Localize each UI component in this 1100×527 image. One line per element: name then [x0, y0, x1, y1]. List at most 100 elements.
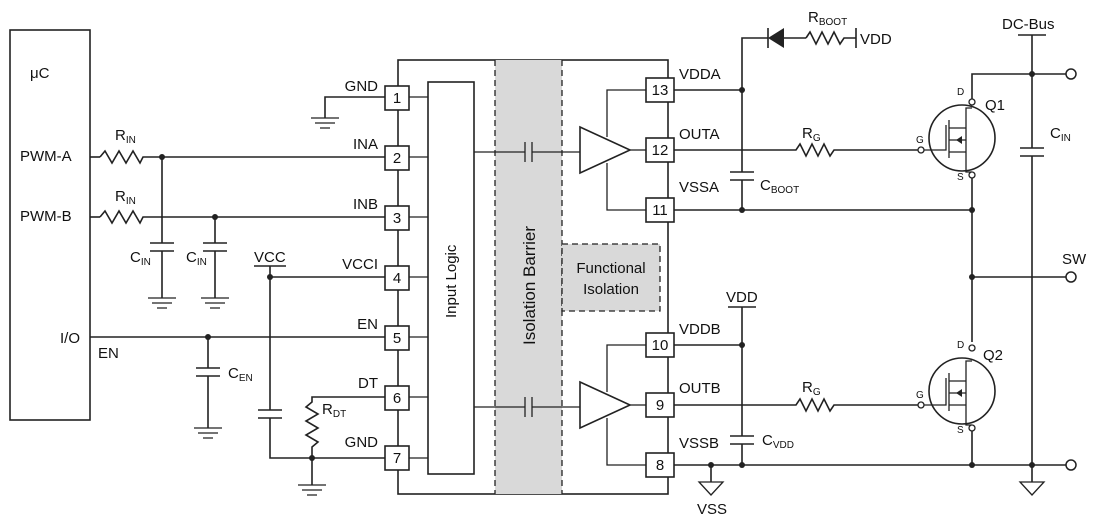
r-in-a-label: RIN [115, 127, 136, 146]
c-en-capacitor [196, 337, 220, 428]
dc-bus-terminal [1065, 68, 1077, 80]
c-in-bus-capacitor [1018, 34, 1046, 482]
pin-2 [384, 145, 410, 171]
q1-drain-label: D [957, 87, 964, 98]
pin-5-name: EN [357, 316, 378, 333]
pin-6 [384, 385, 410, 411]
pin-2-number: 2 [393, 150, 401, 167]
q1-label: Q1 [985, 97, 1005, 114]
junction-dot [267, 274, 273, 280]
pin-13-name: VDDA [679, 66, 721, 83]
pin-13 [645, 77, 675, 103]
pin-1-name: GND [345, 78, 379, 95]
ground-icon [148, 297, 176, 309]
pin-9-name: OUTB [679, 380, 721, 397]
coupling-capacitor-b [474, 397, 580, 417]
ground-icon [194, 427, 222, 439]
vdd-top-net-label: VDD [860, 31, 892, 48]
pin-7 [384, 445, 410, 471]
driver-b-buffer [579, 380, 632, 430]
junction-dot [969, 274, 975, 280]
ground-icon [298, 484, 326, 496]
pin-10-number: 10 [652, 337, 669, 354]
pin-3 [384, 205, 410, 231]
pwm-b-label: PWM-B [20, 208, 72, 225]
c-vdd-capacitor [728, 306, 756, 465]
c-in-1-label: CIN [130, 249, 151, 268]
pin-7-name: GND [345, 434, 379, 451]
vss-label: VSS [697, 501, 727, 518]
q2-source-label: S [957, 425, 964, 436]
r-g-b-resistor [674, 397, 918, 413]
pin-10-name: VDDB [679, 321, 721, 338]
r-g-a-label: RG [802, 125, 821, 144]
pin-4 [384, 265, 410, 291]
bootstrap-diode [768, 28, 784, 48]
junction-dot [1029, 71, 1035, 77]
pin-8-number: 8 [656, 457, 664, 474]
junction-dot [739, 342, 745, 348]
pin-5-number: 5 [393, 330, 401, 347]
vcc-net-label: VCC [254, 249, 286, 266]
pin-7-number: 7 [393, 450, 401, 467]
pin-1-number: 1 [393, 90, 401, 107]
q2-mosfet [917, 344, 996, 432]
r-in-a-resistor [99, 149, 385, 165]
r-in-b-resistor [99, 209, 385, 225]
r-g-b-label: RG [802, 379, 821, 398]
left-pins: 1 GND 2 INA 3 INB 4 VCCI 5 EN 6 DT 7 GND [342, 78, 410, 471]
r-boot-resistor [805, 28, 857, 48]
r-g-a-resistor [674, 142, 918, 158]
q1-mosfet [917, 98, 996, 179]
pin-4-name: VCCI [342, 256, 378, 273]
pin-6-name: DT [358, 375, 378, 392]
pwm-a-label: PWM-A [20, 148, 72, 165]
q1-gate-label: G [916, 135, 924, 146]
pin-3-name: INB [353, 196, 378, 213]
pin-2-name: INA [353, 136, 378, 153]
q1-source-label: S [957, 172, 964, 183]
c-in-2-label: CIN [186, 249, 207, 268]
vss-ground-icon [697, 481, 725, 496]
ground-icon [201, 297, 229, 309]
q2-label: Q2 [983, 347, 1003, 364]
q2-gate-label: G [916, 390, 924, 401]
vcc-rail [254, 265, 286, 410]
isolation-barrier-region [495, 60, 562, 494]
pin-8-name: VSSB [679, 435, 719, 452]
r-in-b-label: RIN [115, 188, 136, 207]
ground-icon [311, 117, 339, 129]
c-boot-label: CBOOT [760, 177, 799, 196]
c-en-label: CEN [228, 365, 253, 384]
driver-a-supply-wires [606, 89, 646, 211]
input-logic-label: Input Logic [443, 244, 460, 318]
isolation-barrier-edges [494, 60, 563, 494]
pin-3-number: 3 [393, 210, 401, 227]
vdda-wire [674, 37, 768, 91]
junction-dot [1029, 462, 1035, 468]
c-vdd-label: CVDD [762, 432, 794, 451]
io-label: I/O [60, 330, 80, 347]
en-net-label: EN [98, 345, 119, 362]
pin-8 [645, 452, 675, 478]
diode-cathode-bar [767, 28, 806, 48]
mcu-label: μC [30, 65, 50, 82]
pin-12-name: OUTA [679, 126, 720, 143]
pin-6-number: 6 [393, 390, 401, 407]
pin-5 [384, 325, 410, 351]
pin1-ground-wire [324, 96, 385, 118]
r-dt-resistor [304, 396, 385, 458]
q2-drain-label: D [957, 340, 964, 351]
sw-label: SW [1062, 251, 1087, 268]
microcontroller-block [9, 29, 91, 421]
r-boot-label: RBOOT [808, 9, 847, 28]
coupling-capacitor-a [474, 142, 580, 162]
dc-bus-label: DC-Bus [1002, 16, 1055, 33]
functional-isolation-line1: Functional [576, 260, 645, 277]
pin-12-number: 12 [652, 142, 669, 159]
c-in-2-capacitor [203, 217, 227, 298]
driver-a-buffer [579, 125, 632, 175]
c-in-1-capacitor [150, 157, 174, 298]
right-pins: 13 VDDA 12 OUTA 11 VSSA 10 VDDB 9 OUTB 8… [645, 66, 721, 478]
dc-bus-ground-icon [1018, 481, 1046, 496]
